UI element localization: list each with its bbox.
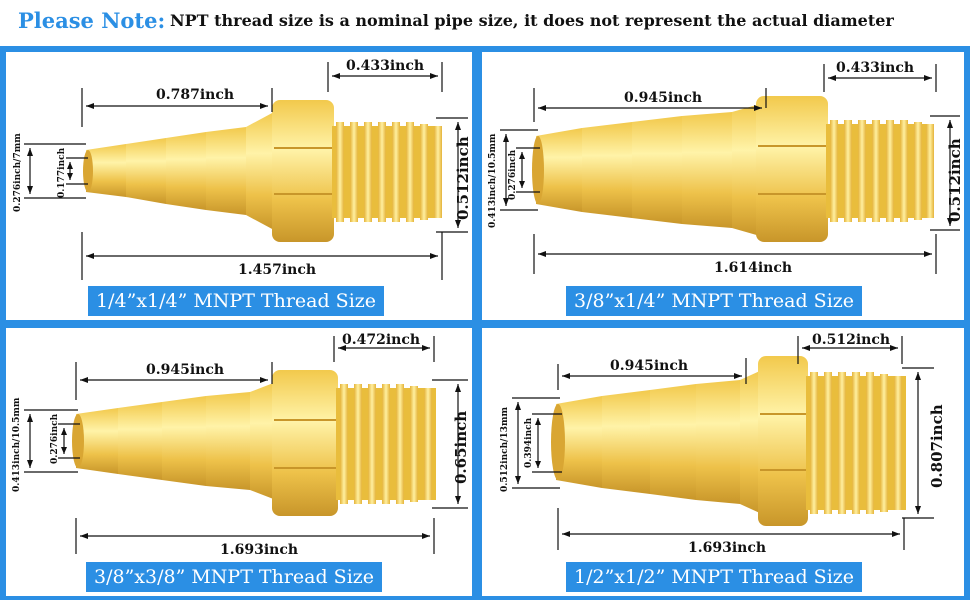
barb-length-label: 0.787inch	[156, 87, 234, 103]
total-length-label: 1.693inch	[220, 542, 298, 558]
hex-nut	[758, 356, 808, 526]
barb-length-label: 0.945inch	[624, 90, 702, 106]
thread-length-label: 0.433inch	[346, 58, 424, 74]
fitting-drawing: 0.945inch 0.472inch 1.693inch 0.65inch 0…	[12, 332, 470, 558]
note-banner: Please Note: NPT thread size is a nomina…	[0, 0, 970, 46]
thread-diameter-label: 0.512inch	[946, 138, 964, 222]
hose-barb	[76, 408, 118, 474]
fitting-panel-3: 0.945inch 0.472inch 1.693inch 0.65inch 0…	[6, 328, 472, 596]
thread-size-caption: 1/4”x1/4” MNPT Thread Size	[88, 286, 385, 316]
thread-size-caption: 3/8”x1/4” MNPT Thread Size	[566, 286, 863, 316]
outer-barb-label: 0.413inch/10.5mm	[12, 397, 22, 492]
inner-barb-label: 0.276inch	[50, 413, 60, 464]
barb-length-label: 0.945inch	[610, 358, 688, 374]
fitting-drawing: 0.945inch 0.433inch 1.614inch 0.512inch …	[488, 60, 964, 276]
fitting-panel-2: 0.945inch 0.433inch 1.614inch 0.512inch …	[482, 52, 964, 320]
thread-diameter-label: 0.65inch	[452, 411, 470, 484]
thread-size-caption: 3/8”x3/8” MNPT Thread Size	[86, 562, 383, 592]
thread-length-label: 0.512inch	[812, 332, 890, 348]
inner-barb-label: 0.276inch	[508, 149, 518, 200]
outer-barb-label: 0.512inch/13mm	[500, 406, 510, 492]
thread-ridges	[810, 372, 902, 514]
fitting-panel-4: 0.945inch 0.512inch 1.693inch 0.807inch …	[482, 328, 964, 596]
outer-barb-label: 0.413inch/10.5mm	[488, 133, 498, 228]
thread-diameter-label: 0.807inch	[928, 404, 946, 488]
thread-ridges	[336, 122, 442, 222]
total-length-label: 1.614inch	[714, 260, 792, 276]
thread-length-label: 0.433inch	[836, 60, 914, 76]
hose-barb	[86, 144, 126, 197]
hex-nut	[272, 100, 334, 242]
thread-ridges	[340, 384, 432, 504]
inner-barb-label: 0.394inch	[524, 417, 534, 468]
total-length-label: 1.457inch	[238, 262, 316, 278]
outer-barb-label: 0.276inch/7mm	[13, 133, 23, 212]
fitting-drawing: 0.945inch 0.512inch 1.693inch 0.807inch …	[500, 332, 946, 556]
hex-nut	[756, 96, 828, 242]
hose-barb	[536, 128, 582, 212]
note-text: NPT thread size is a nominal pipe size, …	[170, 11, 894, 30]
fitting-drawing: 0.787inch 0.433inch 1.457inch 0.512inch …	[13, 58, 472, 280]
total-length-label: 1.693inch	[688, 540, 766, 556]
thread-length-label: 0.472inch	[342, 332, 420, 348]
hex-nut	[272, 370, 338, 516]
barb-length-label: 0.945inch	[146, 362, 224, 378]
thread-ridges	[830, 120, 934, 222]
thread-diameter-label: 0.512inch	[454, 136, 472, 220]
inner-barb-label: 0.177inch	[57, 147, 67, 198]
hose-barb	[556, 396, 602, 488]
fitting-panel-1: 0.787inch 0.433inch 1.457inch 0.512inch …	[6, 52, 472, 320]
note-label: Please Note:	[18, 8, 166, 33]
thread-size-caption: 1/2”x1/2” MNPT Thread Size	[566, 562, 863, 592]
